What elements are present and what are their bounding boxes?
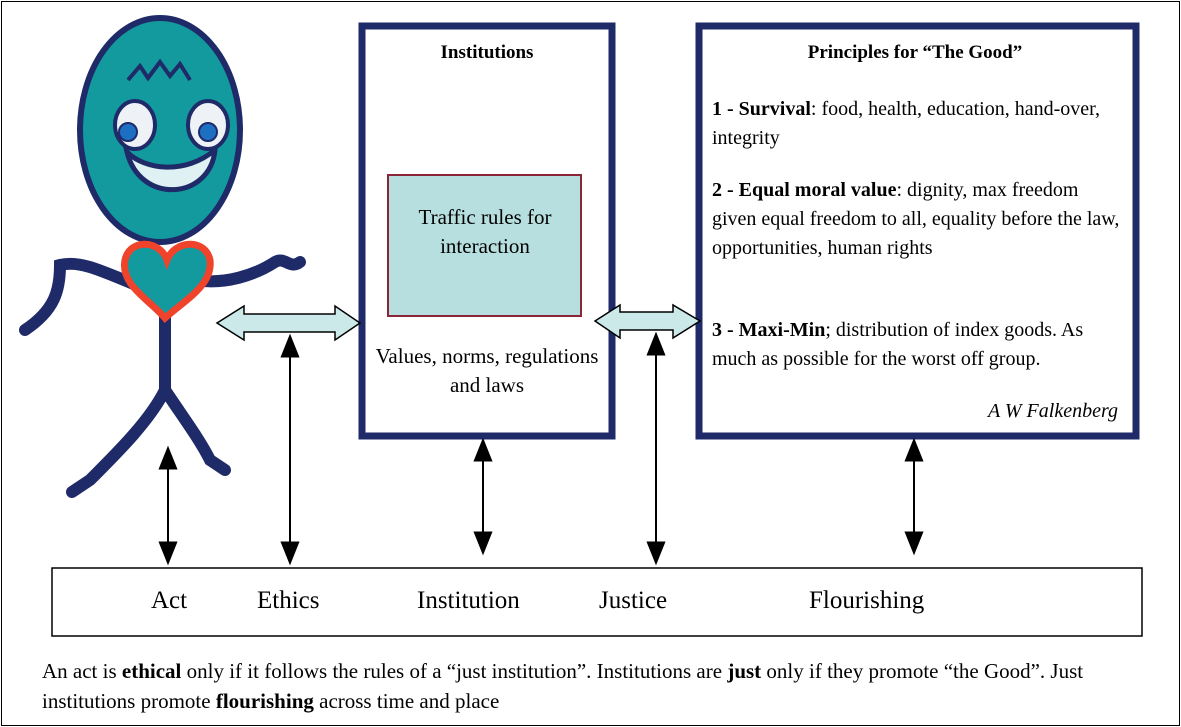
figure-head	[77, 15, 243, 245]
figure-right-arm	[189, 254, 306, 288]
institutions-caption: Values, norms, regulations and laws	[375, 344, 599, 397]
footer-caption: An act is ethical only if it follows the…	[42, 659, 1084, 713]
traffic-rules-box	[387, 174, 582, 317]
left-eye	[113, 99, 157, 151]
figure-left-leg	[66, 384, 171, 498]
traffic-rules-text: Traffic rules for interaction	[418, 205, 552, 258]
principle-survival: 1 - Survival: food, health, education, h…	[712, 98, 1101, 149]
institutions-title: Institutions	[440, 42, 534, 63]
principle-equal-moral-value: 2 - Equal moral value: dignity, max free…	[712, 179, 1120, 259]
heart-icon	[121, 240, 214, 324]
ethics-double-arrow	[215, 304, 362, 342]
stage-label-act: Act	[151, 587, 188, 614]
justice-double-arrow	[593, 303, 702, 340]
stage-label-justice: Justice	[599, 587, 668, 614]
principles-box	[695, 22, 1140, 440]
figure-left-arm	[19, 257, 154, 336]
author-credit: A W Falkenberg	[988, 400, 1118, 422]
right-eye	[186, 99, 230, 151]
stick-figure	[19, 15, 306, 498]
stage-label-flourishing: Flourishing	[809, 587, 925, 614]
stage-label-institution: Institution	[417, 587, 520, 614]
figure-hair	[126, 58, 192, 82]
figure-right-leg	[159, 384, 231, 476]
principle-maxi-min: 3 - Maxi-Min; distribution of index good…	[712, 319, 1084, 370]
stage-bar	[51, 567, 1143, 637]
figure-smile	[122, 143, 219, 193]
stage-label-ethics: Ethics	[257, 587, 320, 614]
principles-title: Principles for “The Good”	[807, 42, 1023, 63]
left-pupil	[118, 122, 138, 142]
right-pupil	[198, 122, 218, 142]
